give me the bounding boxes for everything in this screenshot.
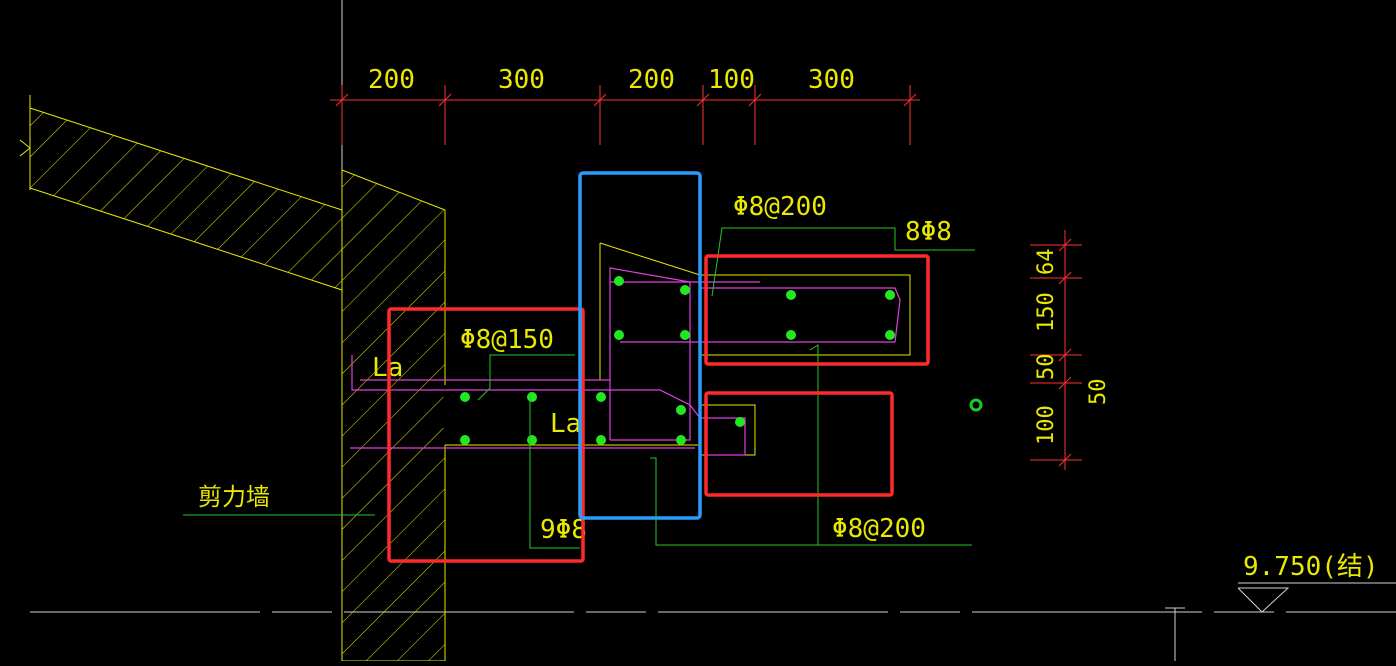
- label-anchor-2: La: [550, 409, 581, 439]
- side-dim-50: 50: [1034, 354, 1059, 381]
- label-stirrup-upper: Φ8@200: [733, 192, 827, 222]
- shear-wall: [341, 169, 447, 662]
- dim-label-4: 100: [708, 65, 755, 95]
- dim-label-3: 200: [628, 65, 675, 95]
- label-stirrup-left: Φ8@150: [460, 325, 554, 355]
- triangle-elevation-icon: [1165, 582, 1396, 661]
- side-dim-100: 100: [1034, 405, 1059, 445]
- highlight-box-upper-right[interactable]: [704, 254, 930, 366]
- side-dim-64: 64: [1034, 249, 1059, 276]
- highlight-box-left[interactable]: [387, 307, 585, 563]
- label-elevation: 9.750(结): [1243, 552, 1379, 582]
- top-dimension-chain: [330, 85, 920, 145]
- dim-label-2: 300: [498, 65, 545, 95]
- dim-label-5: 300: [808, 65, 855, 95]
- label-wall: 剪力墙: [198, 483, 270, 511]
- side-dim-150: 150: [1034, 292, 1059, 332]
- label-bars-left: 9Φ8: [540, 515, 587, 545]
- side-dim-outer-50: 50: [1086, 379, 1111, 406]
- annotations: Φ8@200 8Φ8 Φ8@150 9Φ8 Φ8@200 La La 剪力墙 9…: [198, 192, 1379, 582]
- highlight-box-lower-right[interactable]: [704, 391, 894, 497]
- rebar-lines: [350, 267, 901, 456]
- leader-lines: [183, 227, 975, 549]
- dim-label-1: 200: [368, 65, 415, 95]
- highlight-boxes: [387, 171, 930, 563]
- label-stirrup-lower: Φ8@200: [832, 514, 926, 544]
- side-dimension-labels: 64 150 50 100 50: [1034, 249, 1111, 446]
- sloped-slab: [19, 95, 343, 291]
- top-dimension-labels: 200 300 200 100 300: [368, 65, 855, 95]
- circle-point-icon: [969, 398, 983, 412]
- side-dimension-chain: [1030, 230, 1082, 470]
- rebar-dots: [460, 276, 895, 445]
- highlight-box-center[interactable]: [578, 171, 702, 520]
- label-bars-upper: 8Φ8: [905, 217, 952, 247]
